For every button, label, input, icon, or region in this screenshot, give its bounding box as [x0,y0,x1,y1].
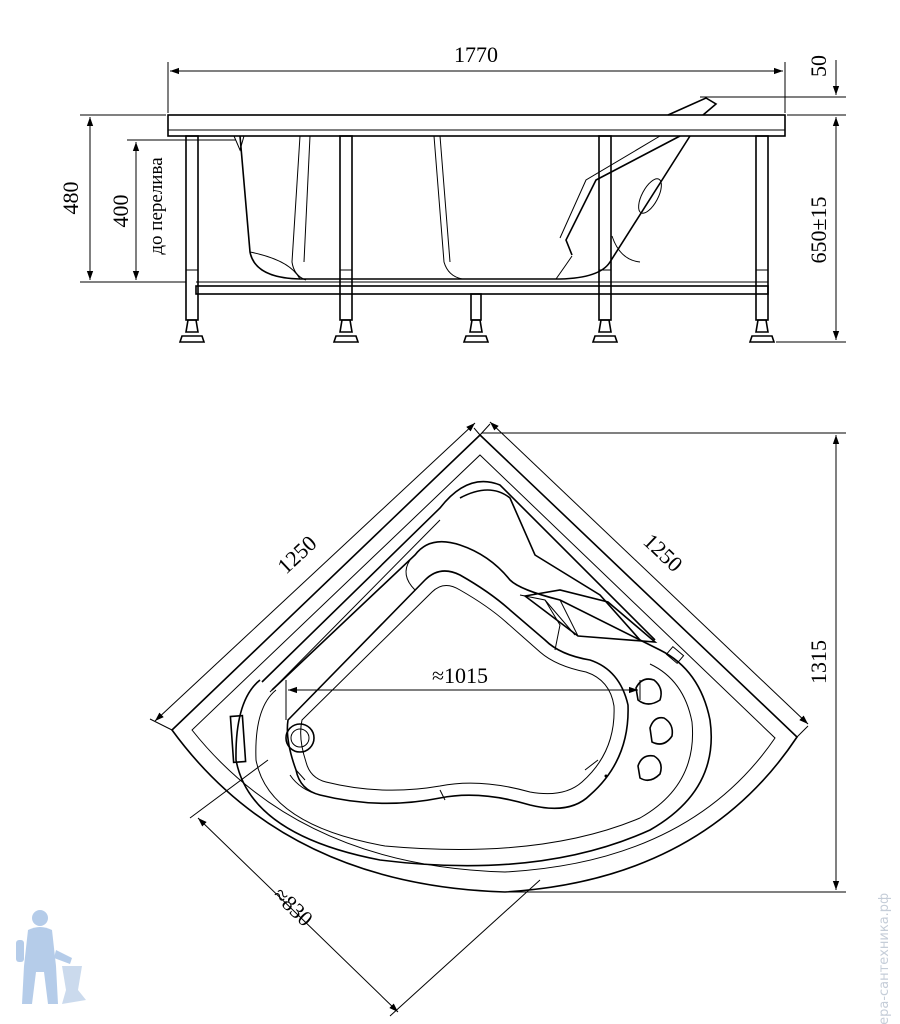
bath-rim [167,114,786,137]
overflow-note: до перелива [146,157,167,255]
dim-line-side-left [154,422,476,722]
dim-depth-label: 1315 [806,640,831,684]
dim-length-label: 1770 [454,42,498,67]
dim-inner-diagonal-label: ≈830 [268,882,318,931]
dim-side-left-label: 1250 [272,530,321,578]
dim-line-inner-diagonal [197,817,399,1013]
dim-line-side-right [489,421,809,725]
frame-rail [195,285,769,295]
bath-outline-outer [170,433,799,893]
drain [285,723,315,753]
dim-height-legs-label: 650±15 [806,196,831,263]
top-view: 1250 1250 1315 ≈1015 ≈830 [149,421,846,1017]
dim-rim-label: 50 [806,55,831,77]
dim-height-total-label: 480 [58,182,83,215]
side-view: 1770 480 400 до перелива 50 650±15 [58,42,846,343]
watermark-text: сфера-сантехника.рф [877,893,892,1024]
plumber-logo [16,910,86,1004]
headrest [667,97,718,116]
bowl-outline [235,540,712,867]
dim-inner-width-label: ≈1015 [432,663,488,688]
dim-overflow-label: 400 [108,195,133,228]
tub-body [239,135,691,280]
frame-legs [178,135,776,343]
